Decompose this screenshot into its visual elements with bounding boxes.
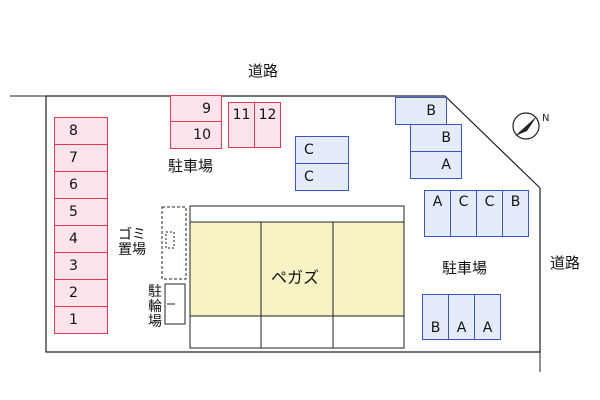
parking-slot: A [410,151,462,179]
parking-label-right: 駐車場 [442,259,488,277]
building-bottom-strip [189,315,405,349]
road-label-top: 道路 [248,62,279,80]
building-name: ペガズ [271,268,320,287]
road-label-right: 道路 [550,254,581,272]
parking-slot: 2 [54,279,108,307]
parking-slot: A [448,294,475,340]
parking-slot: C [295,136,349,164]
garbage-area [161,206,187,280]
parking-slot: B [422,294,449,340]
parking-slot: 3 [54,252,108,280]
parking-slot: 8 [54,117,108,145]
parking-slot: B [410,124,462,152]
parking-slot: 5 [54,198,108,226]
parking-slot: 4 [54,225,108,253]
parking-slot: C [476,190,503,237]
site-boundary [45,95,541,353]
parking-slot: 10 [170,121,222,149]
parking-slot: 1 [54,306,108,334]
parking-slot: C [295,163,349,191]
parking-slot: B [502,190,529,237]
parking-slot: 6 [54,171,108,199]
parking-slot: 7 [54,144,108,172]
bicycle-label: 駐輪場 [148,284,162,330]
north-compass-icon: N [512,112,549,140]
parking-slot: 11 [228,102,255,148]
parking-slot: A [424,190,451,237]
parking-label-top: 駐車場 [168,157,214,175]
parking-slot: 12 [254,102,281,148]
parking-slot: C [450,190,477,237]
garbage-bin [165,231,175,249]
parking-slot: 9 [170,95,222,122]
parking-slot: A [474,294,501,340]
garbage-label: ゴミ置場 [118,227,146,258]
svg-text:N: N [542,113,549,124]
building-top-strip [189,205,405,223]
parking-slot: B [395,97,447,125]
